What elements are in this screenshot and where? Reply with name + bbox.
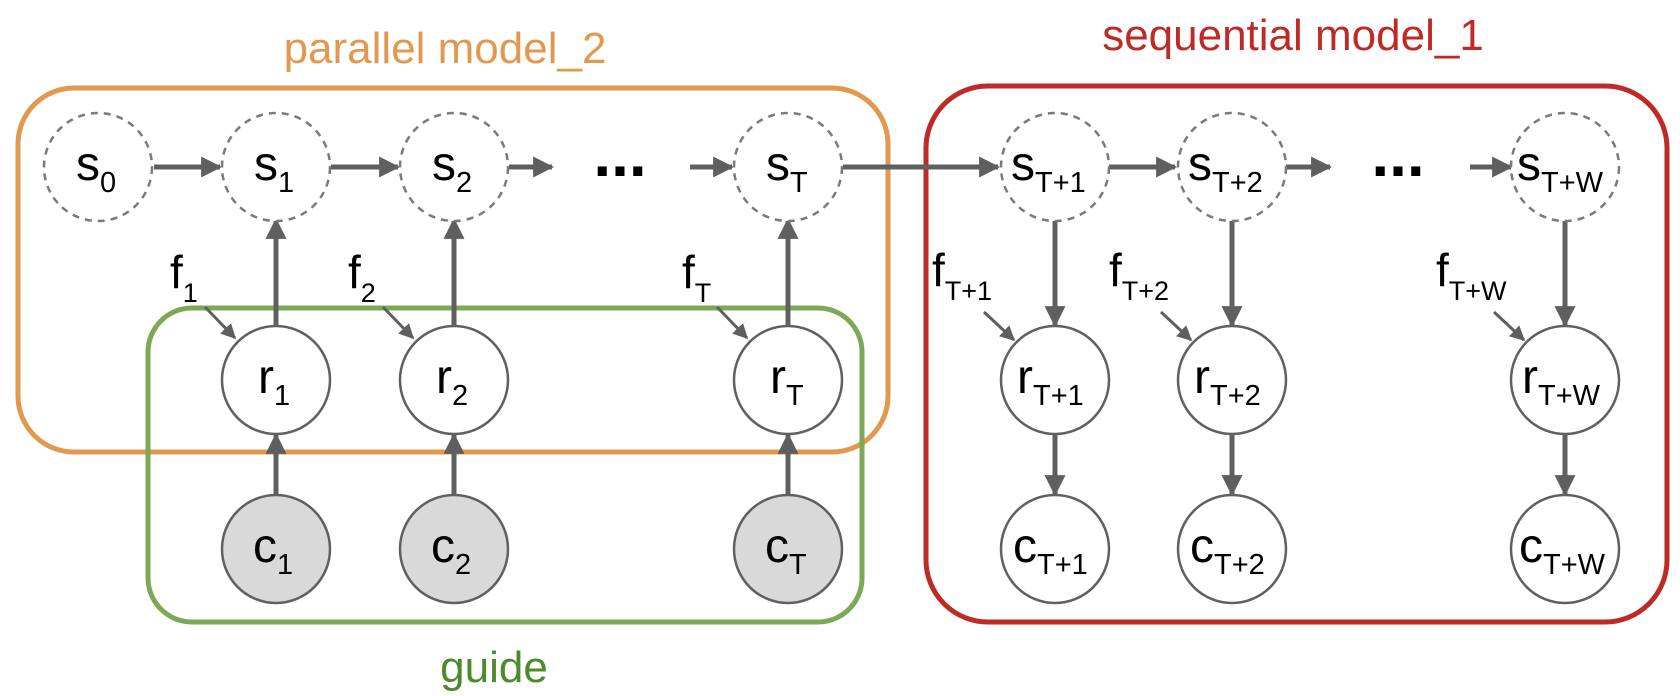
label-fT: fT: [682, 246, 711, 308]
label-sT: sT: [766, 138, 808, 199]
label-s0: s0: [76, 138, 116, 199]
node-cTW: [1509, 493, 1621, 605]
label-cT2: cT+2: [1190, 520, 1265, 581]
label-rTW: rT+W: [1522, 351, 1601, 412]
state-nodes: [42, 111, 1621, 223]
node-c2: [398, 493, 510, 605]
label-fT1: fT+1: [932, 244, 992, 306]
node-sT2: [1176, 111, 1288, 223]
node-cT1: [999, 493, 1111, 605]
label-sT2: sT+2: [1188, 138, 1263, 199]
node-sTW: [1509, 111, 1621, 223]
node-rT: [732, 324, 844, 436]
label-f2: f2: [348, 246, 376, 308]
sequential-model-title: sequential model_1: [1102, 11, 1484, 60]
label-rT1: rT+1: [1017, 351, 1084, 412]
edge-fT-rT: [715, 305, 749, 340]
label-rT: rT: [770, 351, 804, 412]
ellipsis-right: ...: [1371, 118, 1424, 190]
label-sTW: sT+W: [1517, 138, 1604, 199]
label-fT2: fT+2: [1109, 244, 1169, 306]
edge-fTW-rTW: [1492, 310, 1526, 342]
node-cT2: [1176, 493, 1288, 605]
label-c1: c1: [253, 520, 293, 581]
node-c1: [220, 493, 332, 605]
f-edges: [203, 305, 1526, 342]
label-r2: r2: [436, 351, 468, 412]
r-nodes: [220, 324, 1621, 436]
guide-box: [145, 305, 865, 625]
label-fTW: fT+W: [1436, 244, 1507, 306]
label-f1: f1: [170, 246, 198, 308]
node-sT1: [999, 111, 1111, 223]
label-cT: cT: [765, 520, 807, 581]
node-cT: [732, 493, 844, 605]
edge-fT1-rT1: [982, 310, 1016, 342]
node-rTW: [1509, 324, 1621, 436]
label-rT2: rT+2: [1194, 351, 1261, 412]
vertical-edges: [265, 217, 1576, 497]
sequential-model-box: [923, 83, 1670, 625]
label-sT1: sT+1: [1011, 138, 1086, 199]
guide-title: guide: [440, 643, 548, 692]
node-s2: [398, 111, 510, 223]
ellipsis-left: ...: [593, 118, 646, 190]
node-sT: [732, 111, 844, 223]
node-rT1: [999, 324, 1111, 436]
label-cTW: cT+W: [1519, 520, 1606, 581]
c-nodes: [220, 493, 1621, 605]
label-r1: r1: [258, 351, 290, 412]
node-r1: [220, 324, 332, 436]
node-s1: [220, 111, 332, 223]
label-cT1: cT+1: [1013, 520, 1088, 581]
edge-f1-r1: [203, 305, 237, 340]
edge-f2-r2: [381, 305, 415, 340]
label-s2: s2: [432, 138, 472, 199]
label-s1: s1: [254, 138, 294, 199]
label-c2: c2: [431, 520, 471, 581]
edge-fT2-rT2: [1159, 310, 1193, 342]
parallel-model-title: parallel model_2: [284, 24, 607, 73]
node-r2: [398, 324, 510, 436]
node-s0: [42, 111, 154, 223]
node-rT2: [1176, 324, 1288, 436]
